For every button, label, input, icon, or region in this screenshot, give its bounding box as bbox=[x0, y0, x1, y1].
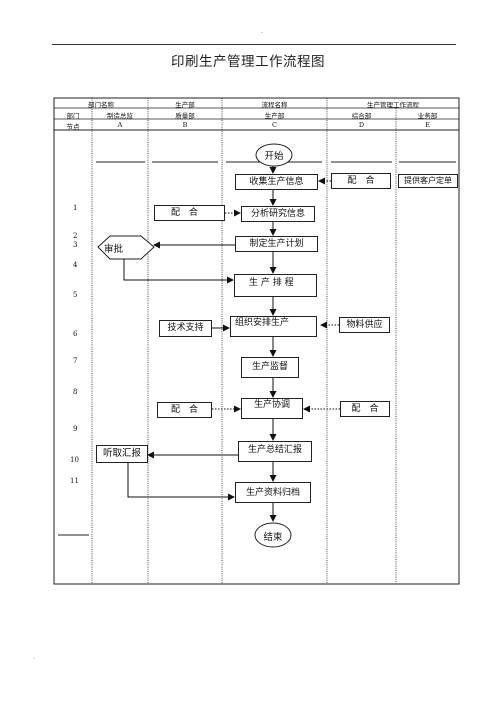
top-rule bbox=[52, 44, 456, 45]
end-label: 结束 bbox=[263, 532, 283, 543]
header-quality: 质量部 bbox=[175, 112, 195, 120]
header-col-a: A bbox=[117, 121, 123, 129]
customer-order-box: 提供客户定单 bbox=[398, 174, 458, 188]
start-terminal-shape bbox=[255, 143, 293, 167]
listen-report-box: 听取汇报 bbox=[96, 445, 148, 463]
collect-info-box: 收集生产信息 bbox=[235, 174, 318, 190]
cooperate-general-box-2: 配 合 bbox=[340, 401, 390, 417]
page-dot-bottom: . bbox=[33, 654, 35, 661]
header-col-c: C bbox=[272, 121, 277, 129]
node-number: 9 bbox=[73, 425, 78, 433]
node-number: 5 bbox=[73, 291, 78, 299]
header-business: 业务部 bbox=[417, 112, 438, 120]
production-plan-box: 制定生产计划 bbox=[235, 236, 318, 252]
header-general: 综合部 bbox=[351, 112, 372, 120]
page-dot-top: · bbox=[261, 30, 263, 37]
production-archive-box: 生产资料归档 bbox=[235, 482, 311, 503]
header-col-d: D bbox=[358, 121, 365, 129]
node-number: 2 bbox=[73, 232, 78, 240]
approve-decision-shape bbox=[97, 235, 155, 260]
material-supply-box: 物料供应 bbox=[339, 317, 390, 333]
header-production-dept: 生产部 bbox=[175, 101, 195, 109]
header-workflow: 生产管理工作流程 bbox=[367, 101, 419, 109]
page-title: 印刷生产管理工作流程图 bbox=[171, 54, 325, 70]
node-number: 7 bbox=[73, 357, 78, 365]
analyze-info-box: 分析研究信息 bbox=[241, 206, 315, 222]
table-border bbox=[53, 97, 460, 585]
production-summary-box: 生产总结汇报 bbox=[238, 441, 312, 462]
node-number: 1 bbox=[73, 204, 78, 212]
production-coordinate-box: 生产协调 bbox=[241, 398, 303, 419]
production-monitor-box: 生产监督 bbox=[241, 357, 299, 378]
cooperate-quality-box: 配 合 bbox=[154, 205, 225, 221]
header-node: 节点 bbox=[66, 123, 80, 131]
header-dept-name: 部门名称 bbox=[88, 101, 114, 109]
cooperate-general-box: 配 合 bbox=[331, 173, 391, 189]
approve-label: 审批 bbox=[104, 244, 124, 255]
header-col-b: B bbox=[182, 121, 188, 129]
node-number: 8 bbox=[73, 388, 78, 396]
node-number: 11 bbox=[70, 477, 79, 485]
node-number: 6 bbox=[73, 330, 78, 338]
node-number: 10 bbox=[70, 456, 79, 464]
cooperate-quality-box-2: 配 合 bbox=[157, 402, 212, 418]
end-terminal-shape bbox=[254, 522, 292, 548]
node-number: 3 bbox=[73, 241, 78, 249]
production-schedule-box: 生 产 排 程 bbox=[234, 274, 317, 297]
header-manufacturing: 制造总监 bbox=[107, 112, 133, 120]
organize-production-box: 组织安排生产 bbox=[230, 316, 317, 337]
node-number: 4 bbox=[73, 261, 78, 269]
start-label: 开始 bbox=[264, 151, 284, 162]
header-production: 生产部 bbox=[264, 112, 285, 120]
tech-support-box: 技术支持 bbox=[159, 320, 212, 337]
header-flow-name: 流程名称 bbox=[261, 101, 288, 109]
header-dept: 部门 bbox=[66, 112, 80, 120]
header-col-e: E bbox=[425, 121, 430, 129]
